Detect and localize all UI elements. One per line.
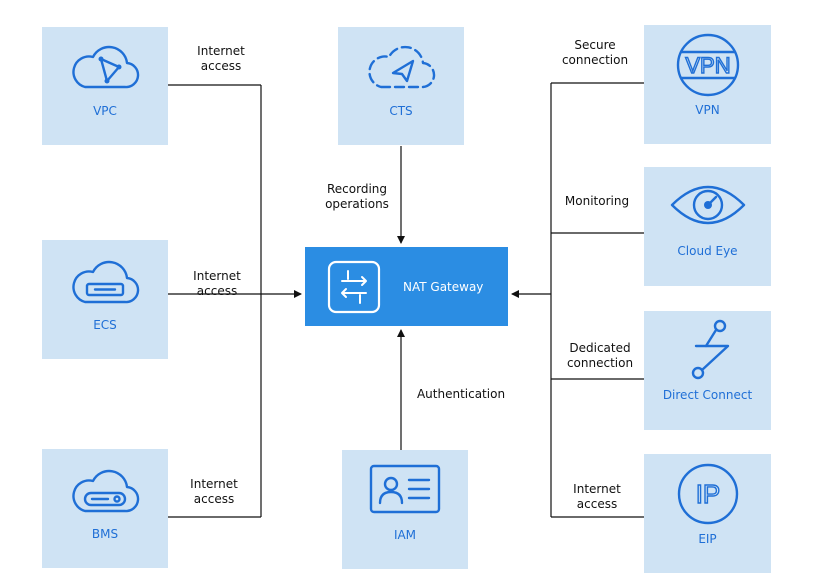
node-vpc: VPC [42, 27, 168, 145]
node-cts: CTS [338, 27, 464, 145]
cloud-triangle-icon [72, 45, 140, 89]
node-label: Direct Connect [662, 388, 753, 402]
cloud-server-icon [72, 260, 140, 304]
node-ecs: ECS [42, 240, 168, 359]
node-label: EIP [698, 532, 717, 546]
node-label: NAT Gateway [403, 280, 484, 294]
node-cloud-eye: Cloud Eye [644, 167, 771, 286]
node-label: ECS [93, 318, 117, 332]
node-label: Cloud Eye [677, 244, 738, 258]
edge-label-eip: Internet access [573, 482, 621, 511]
node-bms: BMS [42, 449, 168, 568]
svg-text:IP: IP [695, 479, 720, 509]
vpn-badge-icon: VPN [676, 33, 739, 97]
edge-label-vpn: Secure connection [561, 38, 629, 67]
dashed-cloud-send-icon [368, 45, 436, 89]
nat-gateway-icon [327, 260, 381, 314]
direct-link-icon [691, 319, 729, 380]
ip-badge-icon: IP [677, 463, 738, 525]
cloud-bare-metal-icon [72, 469, 140, 513]
edge-label-iam: Authentication [416, 387, 506, 401]
node-vpn: VPN VPN [644, 25, 771, 144]
edge-label-ecs: Internet access [193, 269, 241, 298]
edge-label-bms: Internet access [190, 477, 238, 506]
node-label: CTS [389, 104, 413, 118]
eye-icon [670, 185, 745, 225]
edge-label-cts: Recording operations [325, 182, 389, 211]
node-nat-gateway: NAT Gateway [305, 247, 508, 326]
node-label: VPC [93, 104, 117, 118]
id-card-icon [369, 464, 441, 514]
edge-label-direct-connect: Dedicated connection [566, 341, 634, 370]
node-iam: IAM [342, 450, 468, 569]
node-label: VPN [695, 103, 720, 117]
edge-label-cloud-eye: Monitoring [564, 194, 630, 208]
edge-label-vpc: Internet access [197, 44, 245, 73]
svg-text:VPN: VPN [685, 53, 730, 78]
node-eip: IP EIP [644, 454, 771, 573]
node-label: IAM [393, 528, 417, 542]
node-direct-connect: Direct Connect [644, 311, 771, 430]
node-label: BMS [91, 527, 119, 541]
